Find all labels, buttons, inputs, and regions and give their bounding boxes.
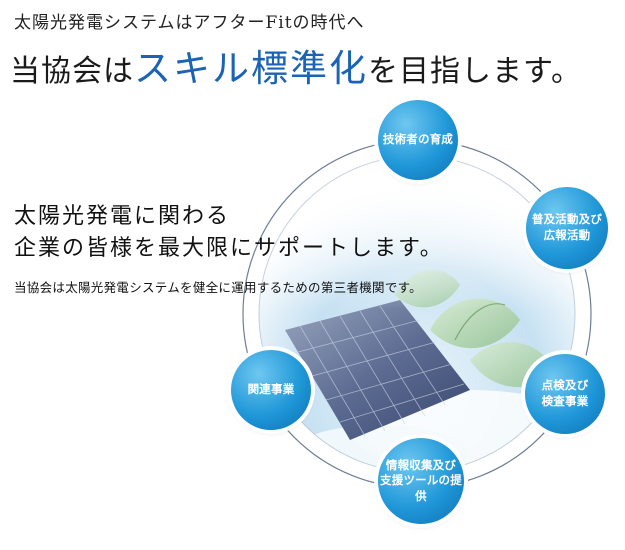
node-label-line1: 普及活動及び bbox=[531, 212, 603, 227]
node-label-line1: 技術者の育成 bbox=[382, 132, 454, 147]
solar-panel-illustration bbox=[259, 156, 575, 472]
node-related-business[interactable]: 関連事業 bbox=[231, 350, 311, 430]
description: 当協会は太陽光発電システムを健全に運用するための第三者機関です。 bbox=[14, 280, 422, 295]
node-label-line2: 検査事業 bbox=[541, 394, 589, 408]
node-label-line1: 関連事業 bbox=[247, 382, 295, 397]
subheading-line1: 太陽光発電に関わる bbox=[14, 204, 231, 229]
node-outreach-pr[interactable]: 普及活動及び 広報活動 bbox=[526, 187, 608, 269]
headline: 当協会はスキル標準化を目指します。 bbox=[10, 38, 582, 92]
node-engineer-training[interactable]: 技術者の育成 bbox=[378, 100, 458, 180]
headline-post: を目指します。 bbox=[368, 54, 582, 89]
node-label-line2: 広報活動 bbox=[543, 228, 591, 242]
subheading-line2: 企業の皆様を最大限にサポートします。 bbox=[14, 236, 444, 261]
node-label-line1: 点検及び bbox=[541, 378, 589, 393]
node-info-tools[interactable]: 情報収集及び 支援ツールの提供 bbox=[378, 438, 464, 524]
headline-pre: 当協会は bbox=[10, 54, 134, 89]
node-inspection[interactable]: 点検及び 検査事業 bbox=[525, 354, 605, 434]
node-label-line2: 支援ツールの提供 bbox=[380, 473, 462, 503]
node-label-line1: 情報収集及び bbox=[385, 457, 457, 472]
headline-highlight: スキル標準化 bbox=[134, 47, 368, 90]
lead-text: 太陽光発電システムはアフターFitの時代へ bbox=[14, 13, 365, 33]
